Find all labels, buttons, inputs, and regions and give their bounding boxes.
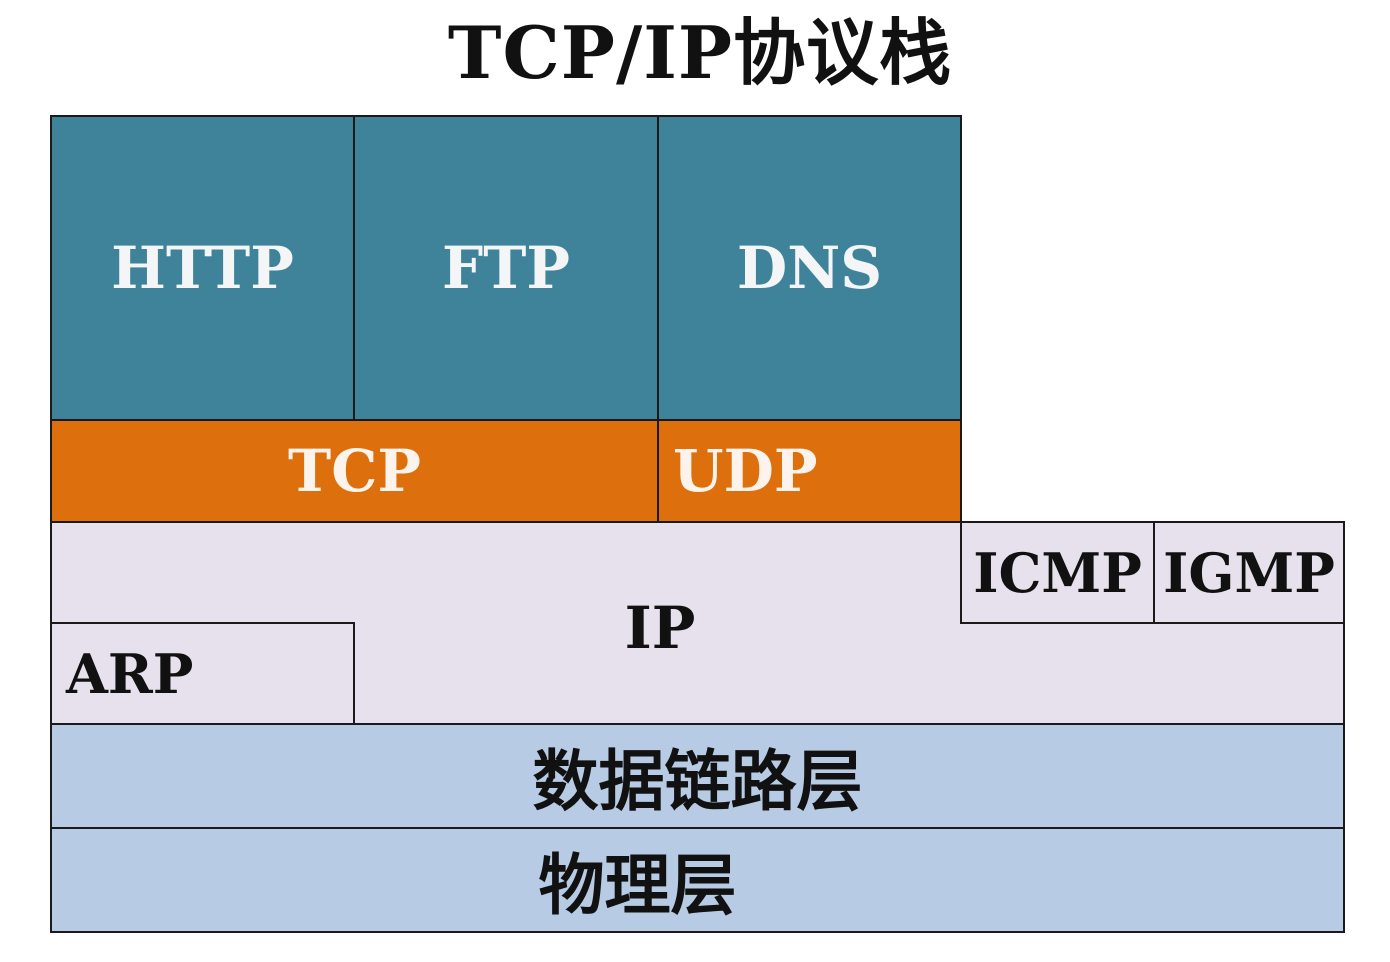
http-block: HTTP [50, 115, 355, 421]
physical-layer: 物理层 [50, 827, 1345, 933]
icmp-block: ICMP [960, 521, 1155, 624]
diagram-title: TCP/IP协议栈 [447, 10, 953, 95]
data-link-layer: 数据链路层 [50, 723, 1345, 829]
udp-block: UDP [657, 419, 962, 523]
igmp-block: IGMP [1153, 521, 1345, 624]
dns-block: DNS [657, 115, 962, 421]
ip-label: IP [624, 594, 696, 662]
ftp-block: FTP [353, 115, 659, 421]
arp-block: ARP [50, 622, 355, 725]
tcp-block: TCP [50, 419, 659, 523]
